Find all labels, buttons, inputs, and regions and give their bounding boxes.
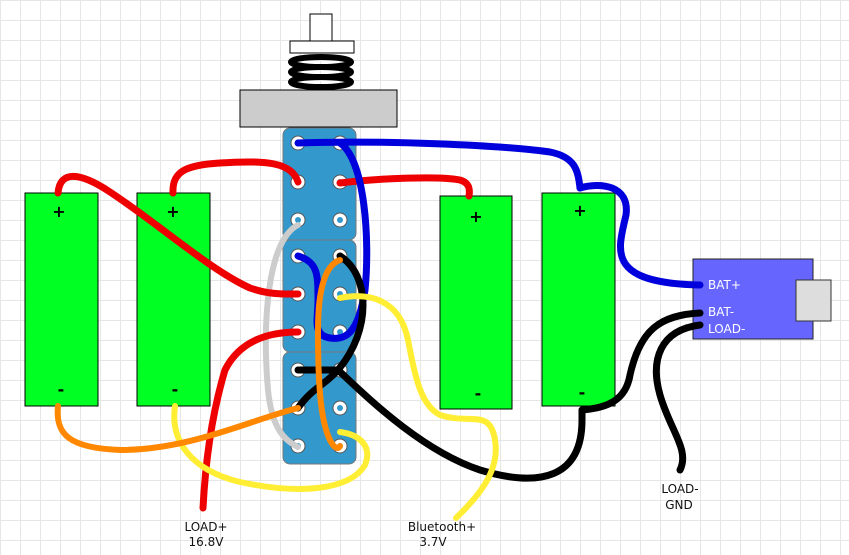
load-minus-label: LOAD- xyxy=(661,482,698,496)
usb-port-icon xyxy=(795,279,832,322)
gray-wire xyxy=(262,222,301,450)
bms-module: BAT+ BAT- LOAD- xyxy=(692,258,832,340)
battery-2: + - xyxy=(136,192,211,407)
spring-icon xyxy=(288,54,354,90)
wires xyxy=(54,138,704,521)
switch-button-cap xyxy=(309,13,333,43)
battery-3: + - xyxy=(439,195,513,410)
load-minus-sub-label: GND xyxy=(665,498,693,512)
load-plus-label: LOAD+ xyxy=(185,520,228,534)
battery-positive-label: + xyxy=(573,201,586,220)
battery-body xyxy=(541,192,616,407)
black-wire-load-minus xyxy=(652,321,704,474)
battery-negative-label: - xyxy=(579,383,586,402)
battery-body xyxy=(24,192,99,407)
blue-wire-battery4-positive xyxy=(294,138,584,192)
switch-body xyxy=(239,89,398,128)
black-wire-switch-junction xyxy=(294,252,367,412)
yellow-wire-bluetooth-positive xyxy=(337,293,499,521)
red-wire-battery2-positive xyxy=(169,158,302,197)
bluetooth-plus-label: Bluetooth+ xyxy=(408,520,476,534)
switch-pin-hole xyxy=(295,217,301,223)
battery-body xyxy=(439,195,513,410)
black-wire-bat-minus xyxy=(578,309,704,414)
battery-negative-label: - xyxy=(475,384,482,403)
push-switch xyxy=(239,13,398,128)
switch-pin-hole xyxy=(337,405,343,411)
red-wire-load-positive xyxy=(199,328,302,512)
blue-wire-bat-plus xyxy=(576,182,704,289)
module-body xyxy=(692,258,814,340)
black-wire-switch-to-battery4-negative xyxy=(294,366,586,482)
red-wire-battery1-positive xyxy=(54,173,302,298)
switch-pin-hole xyxy=(337,217,343,223)
blue-wire-switch-loop xyxy=(294,139,371,342)
battery-positive-label: + xyxy=(52,202,65,221)
orange-wire-switch-loop xyxy=(315,257,343,451)
battery-body xyxy=(136,192,211,407)
battery-4: + - xyxy=(541,192,616,407)
battery-1: + - xyxy=(24,192,99,407)
switch-collar xyxy=(289,40,355,54)
pin-bat-minus-label: BAT- xyxy=(708,305,734,319)
battery-negative-label: - xyxy=(58,380,65,399)
pin-load-minus-label: LOAD- xyxy=(708,322,745,336)
battery-positive-label: + xyxy=(469,207,482,226)
red-wire-battery3-positive xyxy=(336,174,473,200)
orange-wire-battery1-negative xyxy=(54,403,301,453)
battery-positive-label: + xyxy=(166,202,179,221)
pin-bat-plus-label: BAT+ xyxy=(708,278,741,292)
load-plus-voltage: 16.8V xyxy=(189,535,225,549)
bluetooth-voltage: 3.7V xyxy=(419,535,447,549)
switch-pin-hole xyxy=(337,329,343,335)
battery-negative-label: - xyxy=(172,380,179,399)
yellow-wire-battery2-negative xyxy=(171,403,371,492)
annotations: LOAD+ 16.8V Bluetooth+ 3.7V LOAD- GND xyxy=(185,482,699,549)
